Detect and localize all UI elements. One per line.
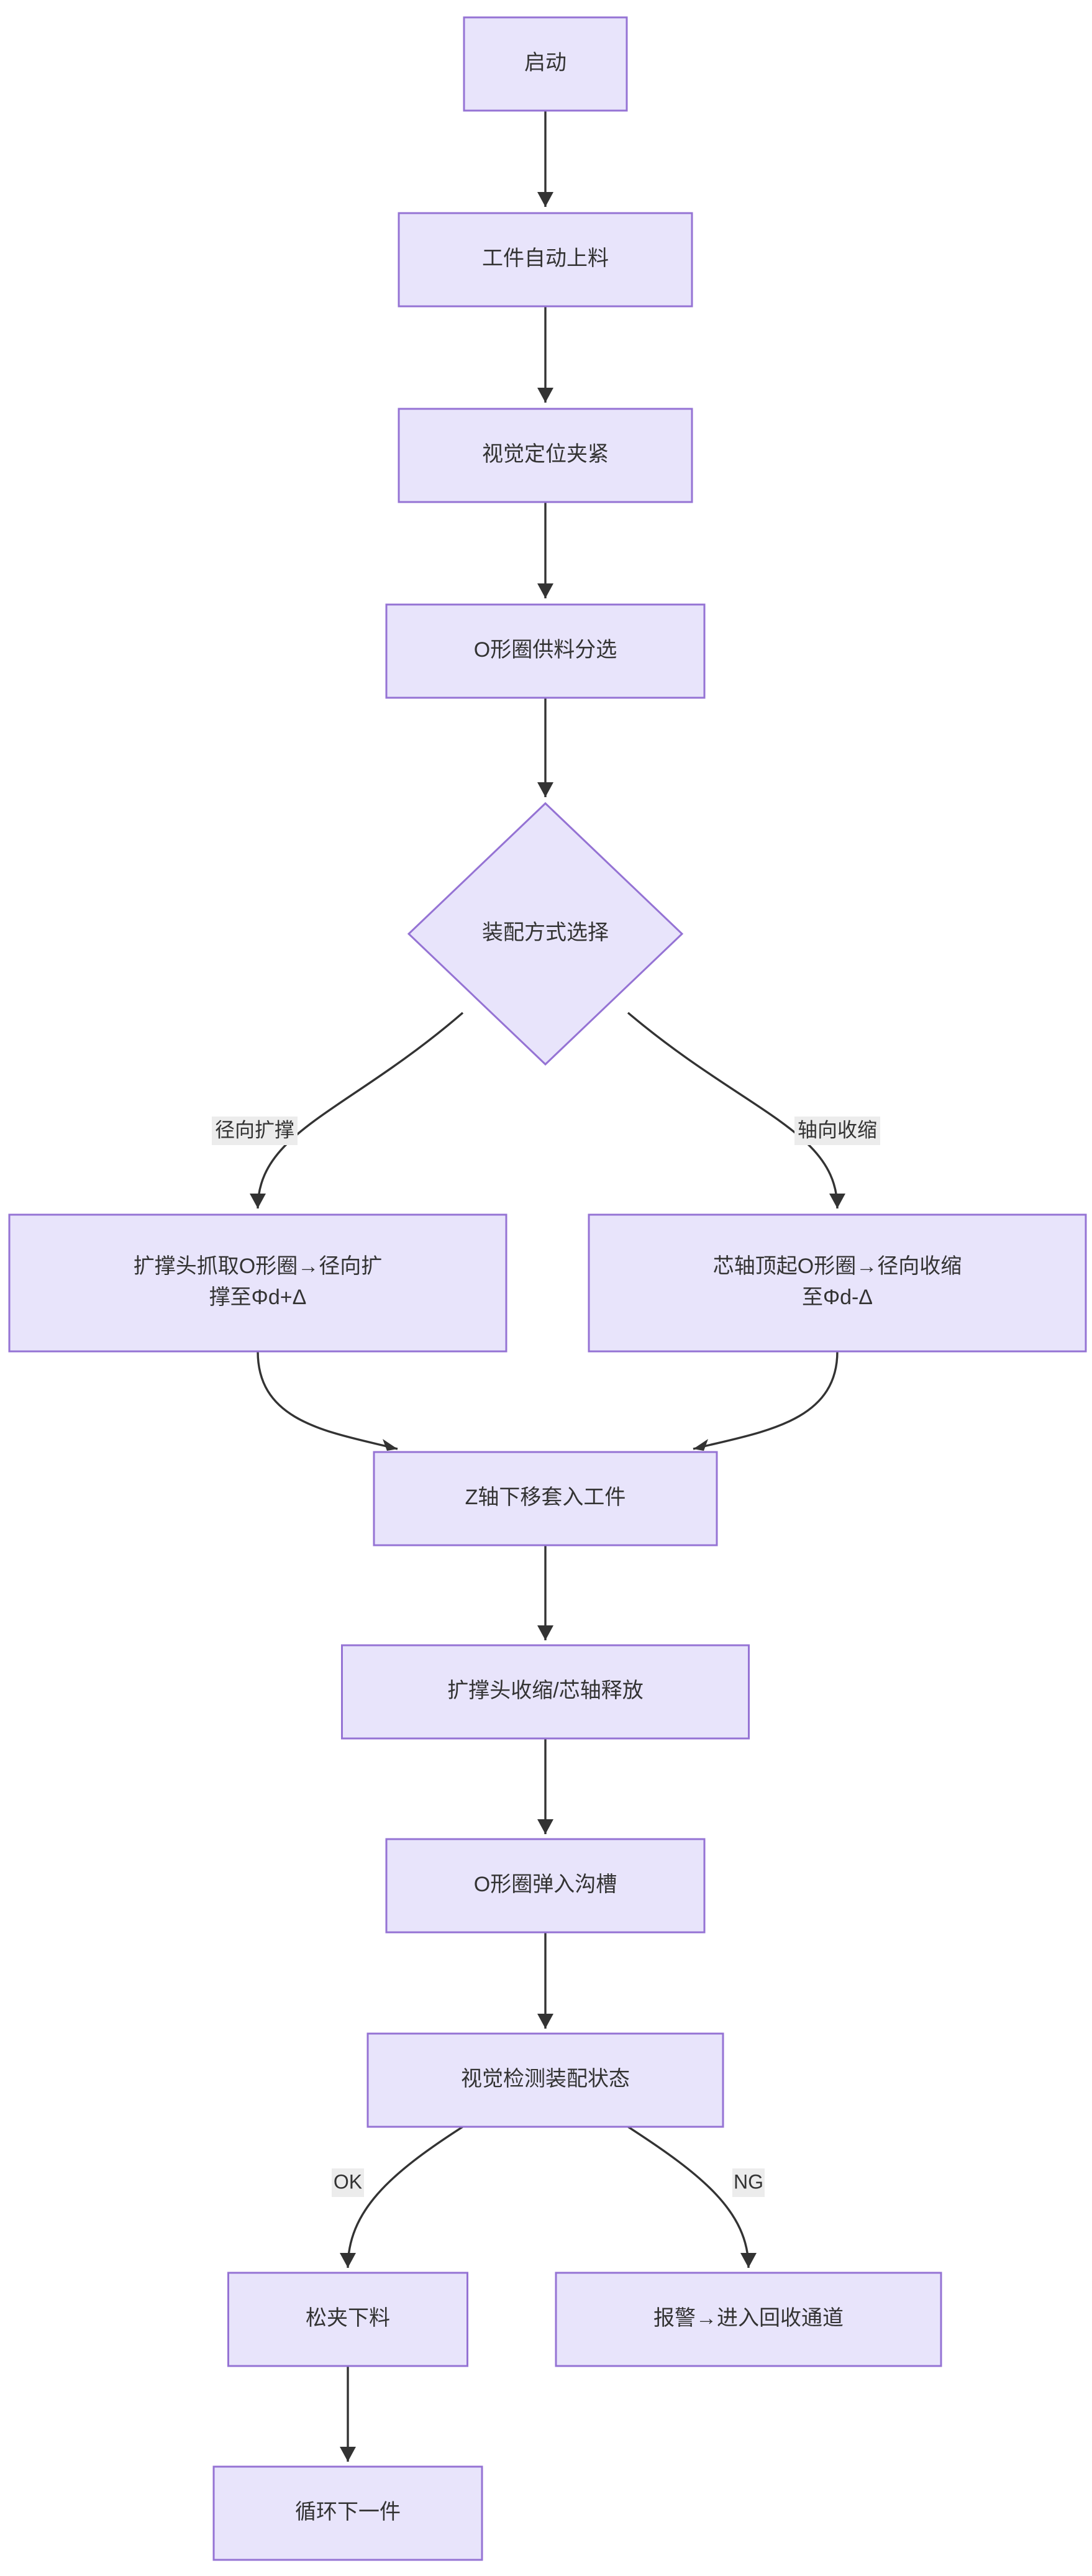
edge-label-e6: 轴向收缩 xyxy=(794,1117,880,1145)
edge-release-to-snap-groove xyxy=(537,1738,553,1834)
node-oring-sort[interactable]: O形圈供料分选 xyxy=(385,603,706,699)
edge-vision-check-to-alarm xyxy=(627,2126,757,2268)
edge-label-e5: 径向扩撑 xyxy=(212,1117,298,1145)
node-vision-clamp[interactable]: 视觉定位夹紧 xyxy=(398,408,693,503)
node-radial-expand[interactable]: 扩撑头抓取O形圈→径向扩撑至Φd+Δ xyxy=(8,1213,507,1353)
node-feed[interactable]: 工件自动上料 xyxy=(398,212,693,308)
edges-layer xyxy=(250,111,845,2462)
edge-mode-select-to-radial-expand xyxy=(250,1012,464,1209)
edge-vision-check-to-unload xyxy=(340,2126,463,2268)
node-z-down[interactable]: Z轴下移套入工件 xyxy=(373,1451,718,1546)
edge-z-down-to-release xyxy=(537,1545,553,1640)
edge-snap-groove-to-vision-check xyxy=(537,1932,553,2029)
edge-label-e12: OK xyxy=(332,2168,364,2197)
node-alarm[interactable]: 报警→进入回收通道 xyxy=(555,2272,942,2367)
node-unload[interactable]: 松夹下料 xyxy=(227,2272,468,2367)
node-axial-shrink[interactable]: 芯轴顶起O形圈→径向收缩至Φd-Δ xyxy=(588,1213,1087,1353)
node-start[interactable]: 启动 xyxy=(463,16,628,112)
node-release[interactable]: 扩撑头收缩/芯轴释放 xyxy=(341,1644,750,1740)
edge-radial-expand-to-z-down xyxy=(257,1351,398,1451)
node-next-part[interactable]: 循环下一件 xyxy=(212,2465,483,2561)
edge-unload-to-next-part xyxy=(340,2366,356,2462)
edge-vision-clamp-to-oring-sort xyxy=(537,502,553,598)
node-snap-groove[interactable]: O形圈弹入沟槽 xyxy=(385,1838,706,1934)
edge-start-to-feed xyxy=(537,111,553,207)
edge-label-e13: NG xyxy=(732,2168,765,2197)
edge-oring-sort-to-mode-select xyxy=(537,698,553,797)
node-mode-select[interactable]: 装配方式选择 xyxy=(407,802,684,1066)
edge-mode-select-to-axial-shrink xyxy=(627,1012,845,1209)
edge-feed-to-vision-clamp xyxy=(537,306,553,403)
edge-axial-shrink-to-z-down xyxy=(693,1351,839,1451)
node-vision-check[interactable]: 视觉检测装配状态 xyxy=(366,2032,724,2128)
